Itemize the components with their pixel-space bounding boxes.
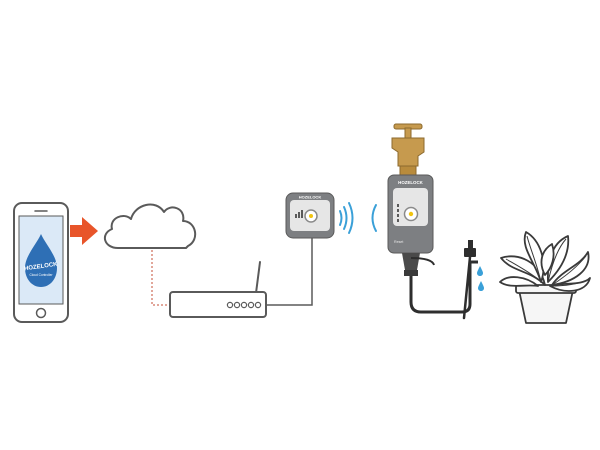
water-drop-icon: [25, 234, 57, 287]
wireless-signal-icon: [339, 202, 377, 234]
hose-to-tap: [410, 257, 435, 266]
router-icon: [169, 261, 267, 318]
water-timer-icon: HOZELOCK Reset: [387, 174, 434, 276]
plant-icon: [499, 231, 591, 324]
hub-brand-label: HOZELOCK: [299, 195, 322, 200]
phone-app-brand: HOZELOCK: [24, 262, 59, 273]
dripper-icon: [462, 240, 476, 320]
controller-button-label: Reset: [394, 240, 403, 244]
drip-hose: [409, 260, 478, 314]
router-hub-cable: [266, 238, 313, 306]
phone-app-name: Cloud Controller: [29, 273, 53, 277]
cloud-router-link: [151, 250, 170, 306]
controller-brand-label: HOZELOCK: [398, 180, 423, 185]
plant-pot: [518, 289, 574, 324]
cloud-icon: [103, 203, 197, 249]
wifi-hub-icon: HOZELOCK: [285, 192, 335, 239]
tap-icon: [391, 123, 425, 176]
send-arrow: [70, 217, 98, 245]
water-droplets-icon: [477, 266, 484, 291]
phone-icon: HOZELOCK Cloud Controller: [13, 202, 69, 323]
